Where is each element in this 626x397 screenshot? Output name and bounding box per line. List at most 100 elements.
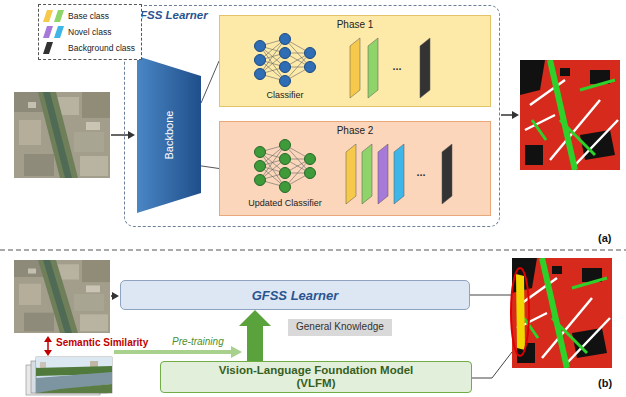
flow-arrow [112,292,119,300]
flow-arrow [111,134,129,136]
classifier-art [255,55,266,66]
flow-arrow [501,114,513,116]
classifier-art [350,38,360,98]
highlight-ellipse [511,268,529,356]
bracket-line [472,352,512,378]
backbone-label: Backbone [163,110,175,159]
legend-swatch [43,42,53,54]
classifier-art [280,154,291,165]
classifier-art [280,48,291,59]
legend-swatch [43,10,53,22]
flow-arrow [512,111,519,119]
classifier-art [255,140,316,193]
classifier-art [305,48,316,59]
similarity-arrow [44,336,52,342]
legend-swatch [54,10,64,22]
classifier-art [255,41,266,52]
learner-panel: GFSS LearnerBackbonePhase 1ClassifierPha… [124,5,500,227]
legend-swatch-group [43,42,65,54]
output-map [512,258,612,368]
learner-title: GFSS Learner [252,288,339,303]
bracket-line [470,295,512,296]
legend-swatch [43,26,53,38]
pretraining-arrow [114,350,232,354]
input-image [14,92,110,178]
classifier-art [280,182,291,193]
classifier-art [280,62,291,73]
phase-box: Phase 2 Updated Classifier [219,121,491,216]
legend-label: Background class [68,43,135,53]
panel-title: GFSS Learner [131,9,208,21]
classifier-art [280,34,291,45]
learner-box: GFSS Learner [120,280,470,310]
classifier-art [305,62,316,73]
similarity-arrow [47,341,49,351]
classifier-art [280,168,291,179]
classifier-art [260,39,310,81]
classifier-art [260,145,310,187]
knowledge-arrow [247,326,263,361]
classifier-art [305,154,316,165]
classifier-art [442,144,452,204]
divider-line [0,250,626,251]
highlight-strip [516,274,525,350]
backbone-shape [137,56,201,213]
classifier-art [255,34,316,87]
phase-title: Phase 2 [337,125,374,136]
pretraining-arrow [231,346,242,358]
photo-stack [36,357,112,367]
similarity-arrow [44,336,52,356]
flow-arrow [128,131,135,139]
classifier-art [280,76,291,87]
classifier-art [420,38,430,98]
phase-box: Phase 1 Classifier [219,15,491,107]
classifier-art [394,144,404,204]
pretraining-label: Pre-training [172,336,224,347]
flow-arrow [111,111,519,300]
panel-tag: (a) [598,232,611,244]
legend-swatch [54,26,64,38]
classifier-art [255,161,266,172]
classifier-label: Classifier [266,90,303,100]
classifier-art [368,38,378,98]
classifier-label: Updated Classifier [248,198,322,208]
knowledge-tag: General Knowledge [288,319,392,336]
knowledge-label: General Knowledge [296,321,384,332]
ellipsis: ... [392,60,401,72]
classifier-art [255,69,266,80]
photo-stack [26,357,112,395]
photo-stack [36,384,112,393]
feature-link [201,166,219,169]
similarity-arrow [44,350,52,356]
bracket-line [470,295,512,378]
foundation-model-box: Vision-Language Foundation Model (VLFM) [160,361,472,393]
classifier-art [280,140,291,151]
classifier-art [350,38,430,98]
ellipsis: ... [416,166,425,178]
legend-swatch-group [43,26,65,38]
backbone-block: Backbone [137,56,201,213]
classifier-art [346,144,356,204]
photo-stack [36,357,112,393]
output-map [520,60,620,170]
classifier-art [255,147,266,158]
legend-row: Base class [43,8,135,24]
feature-link [201,61,219,103]
legend-row: Background class [43,40,135,56]
classifier-art [378,144,388,204]
classifier-art [305,168,316,179]
similarity-label: Semantic Similarity [56,337,148,348]
panel-tag: (b) [598,377,612,389]
classifier-art [362,144,372,204]
legend-label: Base class [68,11,109,21]
model-title: Vision-Language Foundation Model (VLFM) [201,364,431,390]
legend-box: Base classNovel classBackground class [38,4,142,60]
legend-row: Novel class [43,24,135,40]
legend-swatch-group [43,10,65,22]
classifier-art [255,175,266,186]
photo-stack [36,372,112,393]
input-image [14,260,110,333]
legend-label: Novel class [68,27,111,37]
phase-title: Phase 1 [337,19,374,30]
